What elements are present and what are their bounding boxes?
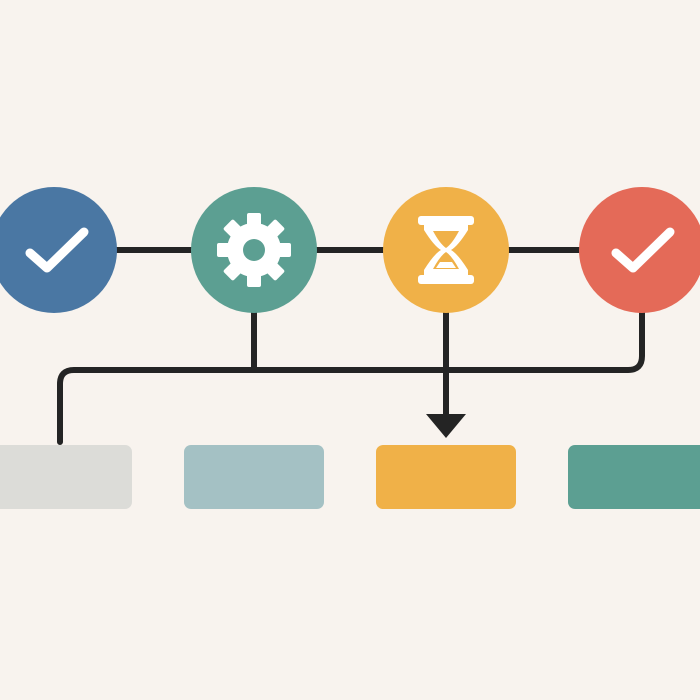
step-circles: [0, 187, 700, 313]
step-3-node: [383, 187, 509, 313]
hourglass-icon: [418, 216, 474, 284]
checkmark-icon: [611, 227, 675, 273]
down-arrow-icon: [426, 414, 466, 438]
block-1: [0, 445, 132, 509]
step-2-node: [191, 187, 317, 313]
checkmark-icon: [25, 227, 89, 273]
gear-icon: [217, 213, 291, 287]
step-4-node: [579, 187, 700, 313]
connectors: [57, 247, 645, 445]
block-4: [568, 445, 700, 509]
block-3: [376, 445, 516, 509]
block-2: [184, 445, 324, 509]
output-blocks: [0, 445, 700, 509]
step-1-circle: [0, 187, 117, 313]
bus-line: [57, 307, 645, 445]
step-4-circle: [579, 187, 700, 313]
step-1-node: [0, 187, 117, 313]
